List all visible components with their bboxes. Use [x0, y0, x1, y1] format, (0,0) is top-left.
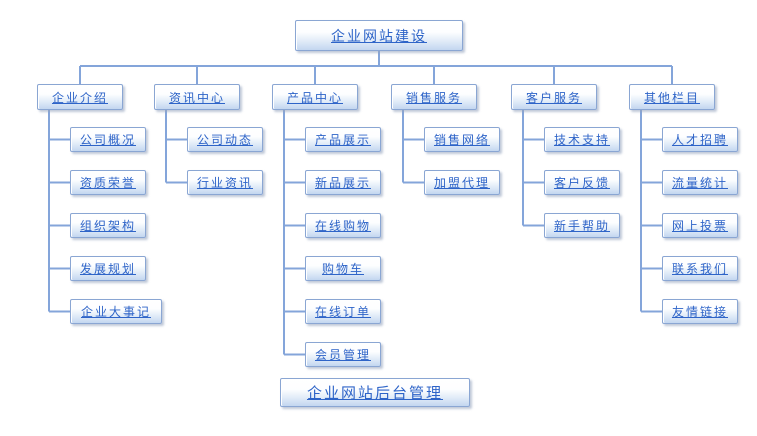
child-node-0-1[interactable]: 资质荣誉: [70, 170, 146, 195]
child-node-2-4-label: 在线订单: [314, 305, 371, 319]
child-node-3-0[interactable]: 销售网络: [424, 127, 500, 152]
child-node-3-1[interactable]: 加盟代理: [424, 170, 500, 195]
child-node-0-4-label: 企业大事记: [80, 305, 151, 319]
root-node-label: 企业网站建设: [331, 27, 427, 44]
child-node-2-1-label: 新品展示: [314, 176, 371, 190]
child-node-0-2-label: 组织架构: [79, 219, 136, 233]
child-node-2-0-label: 产品展示: [314, 133, 371, 147]
child-node-4-1[interactable]: 客户反馈: [544, 170, 620, 195]
connector-path: [48, 51, 673, 356]
child-node-0-1-label: 资质荣誉: [79, 176, 136, 190]
column-header-2-label: 产品中心: [286, 90, 343, 105]
child-node-1-1-label: 行业资讯: [196, 176, 253, 190]
child-node-0-2[interactable]: 组织架构: [70, 213, 146, 238]
child-node-2-2[interactable]: 在线购物: [305, 213, 381, 238]
child-node-5-4-label: 友情链接: [671, 305, 728, 319]
child-node-2-5-label: 会员管理: [314, 348, 371, 362]
footer-node[interactable]: 企业网站后台管理: [280, 378, 470, 407]
child-node-1-0[interactable]: 公司动态: [187, 127, 263, 152]
child-node-1-1[interactable]: 行业资讯: [187, 170, 263, 195]
child-node-4-1-label: 客户反馈: [553, 176, 610, 190]
child-node-5-1[interactable]: 流量统计: [662, 170, 738, 195]
child-node-5-0[interactable]: 人才招聘: [662, 127, 738, 152]
column-header-0-label: 企业介绍: [51, 90, 108, 105]
child-node-4-2-label: 新手帮助: [553, 219, 610, 233]
column-header-3[interactable]: 销售服务: [391, 84, 477, 110]
child-node-5-3-label: 联系我们: [671, 262, 728, 276]
footer-node-label: 企业网站后台管理: [306, 385, 443, 402]
column-header-0[interactable]: 企业介绍: [37, 84, 123, 110]
child-node-4-0-label: 技术支持: [553, 133, 610, 147]
child-node-0-0-label: 公司概况: [79, 133, 136, 147]
column-header-1[interactable]: 资讯中心: [154, 84, 240, 110]
child-node-2-1[interactable]: 新品展示: [305, 170, 381, 195]
child-node-0-3[interactable]: 发展规划: [70, 256, 146, 281]
child-node-5-2-label: 网上投票: [671, 219, 728, 233]
child-node-5-1-label: 流量统计: [671, 176, 728, 190]
child-node-5-3[interactable]: 联系我们: [662, 256, 738, 281]
column-header-1-label: 资讯中心: [168, 90, 225, 105]
child-node-3-0-label: 销售网络: [433, 133, 490, 147]
column-header-2[interactable]: 产品中心: [272, 84, 358, 110]
column-header-5[interactable]: 其他栏目: [629, 84, 715, 110]
child-node-2-4[interactable]: 在线订单: [305, 299, 381, 324]
child-node-1-0-label: 公司动态: [196, 133, 253, 147]
child-node-2-3[interactable]: 购物车: [305, 256, 381, 281]
child-node-4-0[interactable]: 技术支持: [544, 127, 620, 152]
column-header-3-label: 销售服务: [405, 90, 462, 105]
child-node-0-0[interactable]: 公司概况: [70, 127, 146, 152]
column-header-5-label: 其他栏目: [643, 90, 700, 105]
child-node-0-4[interactable]: 企业大事记: [70, 299, 162, 324]
column-header-4-label: 客户服务: [525, 90, 582, 105]
child-node-2-3-label: 购物车: [321, 262, 364, 276]
column-header-4[interactable]: 客户服务: [511, 84, 597, 110]
child-node-2-5[interactable]: 会员管理: [305, 342, 381, 367]
root-node[interactable]: 企业网站建设: [295, 20, 463, 51]
child-node-2-0[interactable]: 产品展示: [305, 127, 381, 152]
child-node-5-0-label: 人才招聘: [671, 133, 728, 147]
child-node-5-4[interactable]: 友情链接: [662, 299, 738, 324]
child-node-5-2[interactable]: 网上投票: [662, 213, 738, 238]
child-node-3-1-label: 加盟代理: [433, 176, 490, 190]
child-node-0-3-label: 发展规划: [79, 262, 136, 276]
child-node-2-2-label: 在线购物: [314, 219, 371, 233]
child-node-4-2[interactable]: 新手帮助: [544, 213, 620, 238]
